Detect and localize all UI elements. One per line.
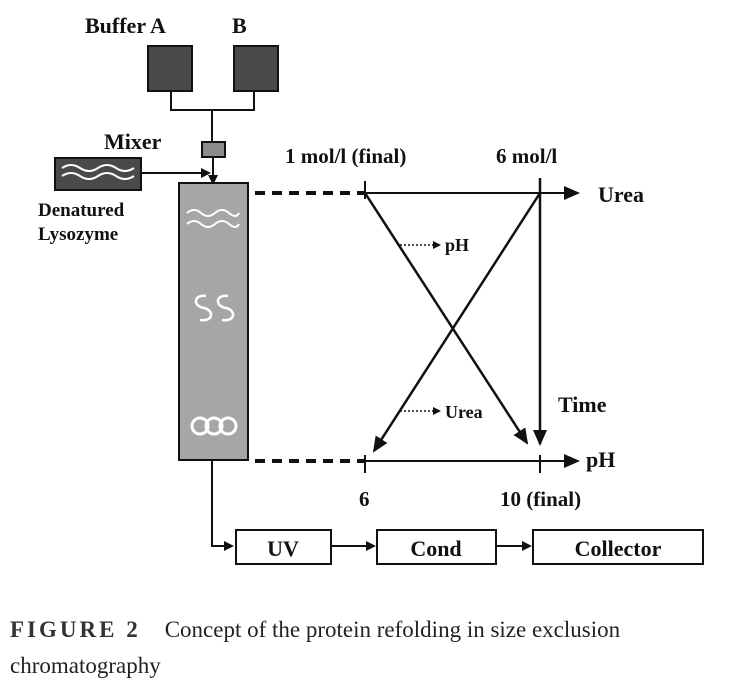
cond-detector-box bbox=[376, 529, 497, 565]
cond-label: Cond bbox=[410, 536, 461, 561]
ph-arrow-label: pH bbox=[445, 235, 469, 255]
unfolded-protein-glyph-icon bbox=[186, 209, 240, 228]
folded-protein-glyph-icon-2 bbox=[204, 416, 224, 436]
figure-number: FIGURE 2 bbox=[10, 617, 141, 642]
urea-axis-label: Urea bbox=[598, 182, 644, 207]
collector-box bbox=[532, 529, 704, 565]
sample-label-line2: Lysozyme bbox=[38, 224, 118, 245]
uv-label: UV bbox=[267, 536, 299, 561]
collector-label: Collector bbox=[575, 536, 662, 561]
buffer-b-label: B bbox=[232, 13, 247, 38]
ph-axis-label: pH bbox=[586, 447, 615, 472]
caption-text: Concept of the protein refolding in size… bbox=[10, 617, 621, 678]
mixer-label: Mixer bbox=[104, 129, 162, 154]
folded-protein-glyph-icon-3 bbox=[218, 416, 238, 436]
time-label: Time bbox=[558, 392, 607, 417]
buffer-a-reservoir bbox=[147, 45, 193, 92]
unfolded-protein-icon bbox=[61, 164, 135, 180]
uv-detector-box bbox=[235, 529, 332, 565]
urea-arrow-label: Urea bbox=[445, 402, 483, 422]
column-outlet-arrow bbox=[211, 460, 234, 551]
sample-label-line1: Denatured bbox=[38, 200, 125, 221]
ph-increase-line bbox=[372, 192, 542, 453]
sec-column bbox=[178, 182, 249, 461]
refolding-protein-glyph-icon bbox=[194, 294, 235, 322]
ph-end-label: 10 (final) bbox=[500, 487, 581, 511]
urea-decrease-line bbox=[363, 192, 529, 445]
buffer-tubing bbox=[170, 91, 255, 142]
ph-start-label: 6 bbox=[359, 487, 370, 511]
urea-end-label: 6 mol/l bbox=[496, 144, 557, 168]
buffer-b-reservoir bbox=[233, 45, 279, 92]
urea-start-label: 1 mol/l (final) bbox=[285, 144, 406, 168]
buffer-a-label: Buffer A bbox=[85, 13, 166, 38]
folded-protein-glyph-icon bbox=[190, 416, 210, 436]
mixer-box bbox=[201, 141, 226, 158]
